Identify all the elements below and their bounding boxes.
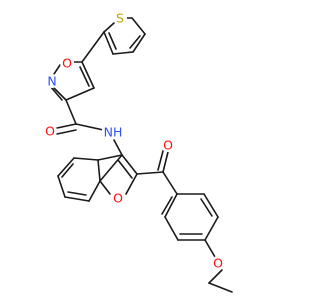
atom-O-amide: O — [43, 124, 57, 139]
atom-S-thiophene: S — [113, 11, 127, 26]
molecule-svg: O N S O NH O O O — [43, 10, 233, 293]
svg-text:O: O — [213, 256, 223, 271]
svg-text:S: S — [116, 11, 124, 26]
svg-text:NH: NH — [104, 125, 123, 140]
atom-N-isoxazole: N — [45, 74, 59, 89]
atom-O-ether: O — [211, 256, 225, 271]
bond-skeleton — [49, 17, 233, 293]
svg-text:O: O — [62, 56, 72, 71]
atom-NH-amide: NH — [102, 124, 124, 140]
svg-text:O: O — [163, 138, 173, 153]
atom-O-ketone: O — [161, 138, 175, 153]
svg-text:O: O — [113, 191, 123, 206]
molecule-structure-diagram: O N S O NH O O O — [43, 10, 233, 293]
atom-labels: O N S O NH O O O — [43, 11, 225, 271]
svg-text:O: O — [45, 124, 55, 139]
atom-O-furan: O — [111, 191, 125, 206]
svg-text:N: N — [47, 74, 56, 89]
atom-O-isoxazole: O — [60, 56, 74, 71]
